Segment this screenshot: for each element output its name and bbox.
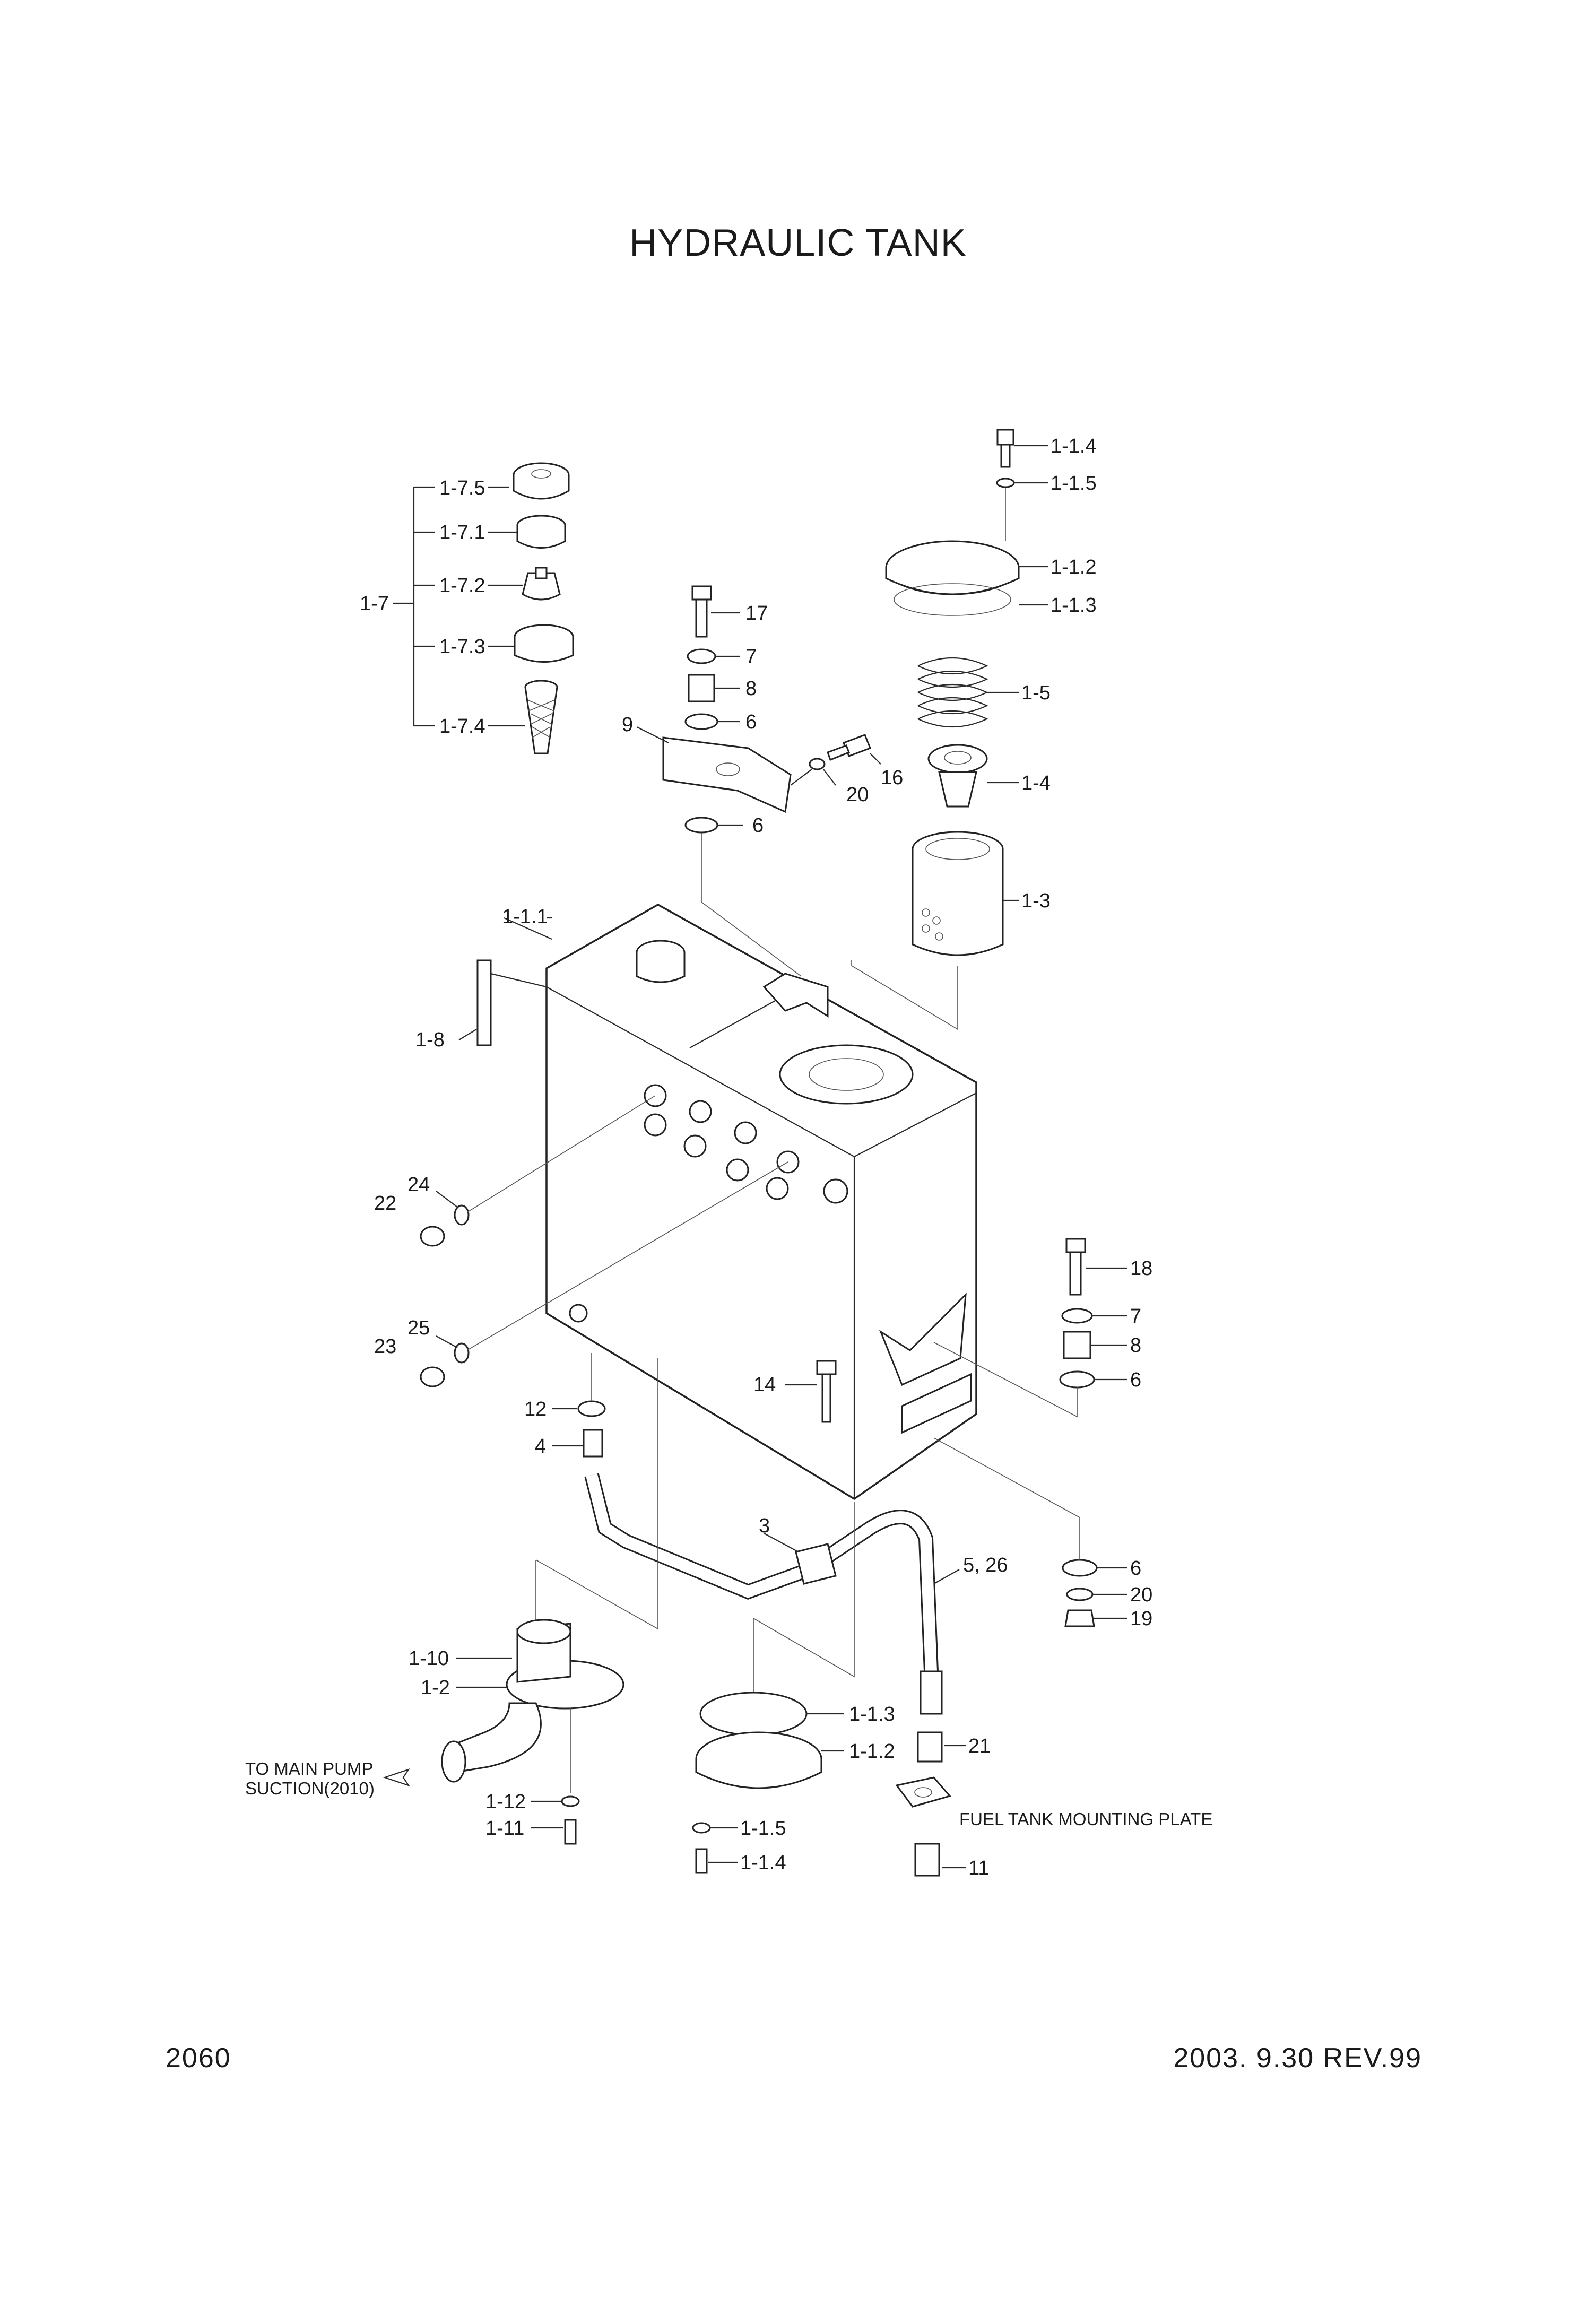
return-filter-assembly	[851, 429, 1048, 1030]
suction-pipe-assembly	[383, 1358, 658, 1845]
callout-16: 16	[881, 767, 903, 789]
callout-1-3: 1-3	[1021, 890, 1051, 912]
callout-22: 22	[374, 1192, 396, 1215]
callout-1-7-2: 1-7.2	[439, 575, 485, 597]
callout-1-1-4-top: 1-1.4	[1051, 435, 1097, 457]
callout-1-1-4-bottom: 1-1.4	[740, 1852, 786, 1874]
callout-20-top: 20	[846, 784, 869, 806]
callout-fuel-tank-mounting-plate: FUEL TANK MOUNTING PLATE	[959, 1809, 1212, 1829]
note-to-main-pump: TO MAIN PUMP	[245, 1759, 373, 1779]
callout-21: 21	[968, 1735, 991, 1757]
nut-washer-stack	[933, 1437, 1127, 1627]
callout-11: 11	[968, 1857, 989, 1879]
callout-1-1-2-bottom: 1-1.2	[849, 1740, 895, 1763]
bracket-hardware-right	[933, 1238, 1127, 1418]
callout-7-top: 7	[745, 646, 757, 668]
callout-5-26: 5, 26	[963, 1554, 1008, 1576]
callout-1-1-2-top: 1-1.2	[1051, 556, 1097, 578]
revision-date: 2003. 9.30 REV.99	[1173, 2043, 1422, 2074]
hydraulic-tank-body	[476, 903, 977, 1500]
callout-9: 9	[622, 714, 633, 736]
note-suction-2010: SUCTION(2010)	[245, 1779, 375, 1798]
callout-1-1-3-top: 1-1.3	[1051, 594, 1097, 617]
callout-6-mid: 6	[752, 814, 764, 837]
callout-1-7-3: 1-7.3	[439, 636, 485, 658]
callout-25: 25	[407, 1317, 430, 1339]
bracket-assembly-top	[636, 585, 881, 977]
plugs-and-orings	[420, 1095, 788, 1387]
callout-12: 12	[524, 1398, 547, 1420]
callout-20-lower: 20	[1130, 1584, 1152, 1606]
callout-6-right: 6	[1130, 1369, 1141, 1391]
callout-18: 18	[1130, 1257, 1152, 1280]
callout-6-top: 6	[745, 711, 757, 733]
callout-8-right: 8	[1130, 1334, 1141, 1357]
callout-14: 14	[753, 1374, 776, 1396]
callout-1-1-3-bottom: 1-1.3	[849, 1703, 895, 1725]
callout-1-4: 1-4	[1021, 772, 1051, 794]
callout-1-5: 1-5	[1021, 682, 1051, 704]
callout-1-7-1: 1-7.1	[439, 522, 485, 544]
callout-7-right: 7	[1130, 1305, 1141, 1328]
callout-1-11: 1-11	[485, 1817, 524, 1840]
callout-1-7-5: 1-7.5	[439, 477, 485, 499]
page-number: 2060	[166, 2043, 231, 2074]
bottom-flange-assembly	[692, 1502, 855, 1874]
callout-23: 23	[374, 1335, 396, 1358]
callout-8-top: 8	[745, 678, 757, 700]
hose-assembly	[584, 1473, 966, 1877]
callout-1-7: 1-7	[360, 593, 389, 615]
callout-1-8: 1-8	[415, 1029, 445, 1051]
callout-4: 4	[535, 1435, 546, 1458]
breather-assembly	[393, 462, 574, 754]
callout-3: 3	[759, 1515, 770, 1537]
callout-1-1-5-bottom: 1-1.5	[740, 1817, 786, 1840]
page-title: HYDRAULIC TANK	[629, 222, 966, 264]
adapter-and-oring	[552, 1353, 606, 1458]
callout-1-2: 1-2	[421, 1677, 450, 1699]
callout-24: 24	[407, 1174, 430, 1196]
callout-6-lower: 6	[1130, 1557, 1141, 1580]
callout-1-7-4: 1-7.4	[439, 715, 485, 738]
callout-17: 17	[745, 602, 768, 624]
bolt-14	[785, 1360, 837, 1423]
callout-1-10: 1-10	[409, 1647, 449, 1670]
callout-19: 19	[1130, 1608, 1152, 1630]
callout-1-12: 1-12	[485, 1791, 526, 1813]
callout-1-1-5-top: 1-1.5	[1051, 472, 1097, 495]
callout-1-1-1: 1-1.1	[502, 906, 548, 928]
